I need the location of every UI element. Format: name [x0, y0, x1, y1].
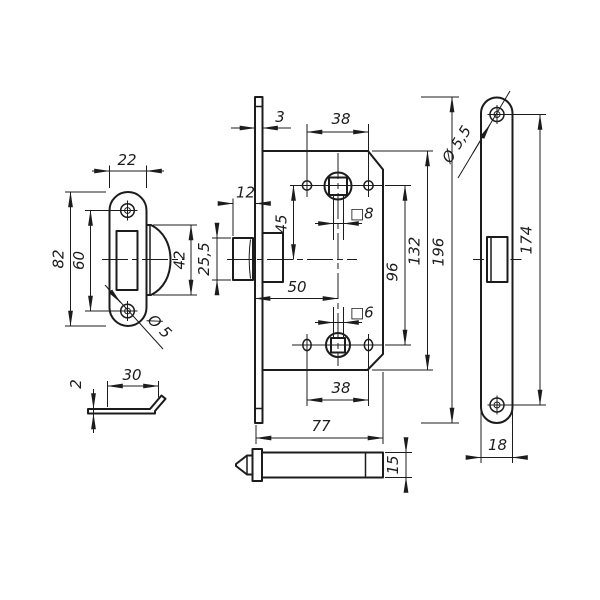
dim-spindle-to-latch-label: 45	[273, 214, 291, 233]
dim-strike-thickness: 2	[67, 379, 96, 433]
dim-strike-side-length-label: 30	[122, 366, 141, 384]
faceplate-front-view: Ø 5,5 174 18	[438, 90, 546, 463]
dim-latch-height-label: 25,5	[195, 242, 213, 275]
dim-case-thickness: 15	[384, 437, 412, 493]
dim-strike-screw-spacing: 60	[70, 209, 118, 312]
faceplate-screw-bottom	[487, 395, 507, 415]
strike-plate-lip	[145, 224, 172, 296]
dim-latch-protrusion: 12	[217, 184, 271, 236]
lock-body-bottom-view: 15	[235, 437, 412, 493]
dim-body-height: 132	[372, 150, 433, 371]
strike-side-profile	[87, 394, 167, 415]
dim-strike-screw-spacing-label: 60	[70, 251, 88, 270]
lock-body-outline	[261, 150, 384, 371]
dim-faceplate-screw-spacing-label: 174	[518, 226, 536, 255]
dim-strike-screw-hole-label: Ø 5	[143, 310, 175, 342]
dim-spindle-centers: 96	[384, 184, 411, 346]
strike-plate-latch-hole	[115, 230, 139, 291]
strike-plate-side-view: 30 2	[67, 366, 167, 433]
latch-bolt-body	[261, 232, 284, 283]
dim-strike-width-label: 22	[117, 151, 136, 169]
dim-spindle-square-label: □8	[350, 205, 374, 223]
dim-spindle-to-latch: 45	[273, 184, 296, 261]
dim-faceplate-screw-hole-label: Ø 5,5	[438, 122, 475, 167]
bottom-case-outline	[261, 451, 384, 479]
faceplate-latch-opening	[486, 236, 509, 283]
dim-body-width-label: 77	[311, 417, 331, 435]
dim-strike-height-label: 82	[50, 249, 68, 268]
dim-latch-protrusion-label: 12	[236, 184, 255, 202]
faceplate-outline	[480, 96, 514, 424]
dim-faceplate-thickness-label: 3	[275, 108, 285, 126]
dim-strike-thickness-label: 2	[67, 379, 85, 389]
strike-screw-bottom	[117, 301, 138, 321]
dim-faceplate-width: 18	[465, 411, 528, 463]
dim-faceplate-screw-hole: Ø 5,5	[438, 90, 511, 179]
bottom-latch-bolt	[235, 454, 254, 476]
dim-backset-label: 50	[287, 278, 306, 296]
dim-body-width: 77	[255, 372, 384, 444]
dim-strike-side-length: 30	[106, 366, 160, 407]
dim-bottom-hole-spacing-label: 38	[331, 379, 350, 397]
strike-screw-top	[117, 200, 138, 221]
dim-strike-lip-height-label: 42	[171, 250, 189, 269]
dim-bottom-hole-spacing: 38	[306, 379, 370, 403]
dim-strike-width: 22	[92, 151, 164, 188]
faceplate-screw-top	[487, 105, 507, 124]
dim-faceplate-height-label: 196	[430, 238, 448, 267]
dim-faceplate-height: 196	[421, 96, 459, 424]
lock-body-side-view: 3 38 □8 45 12	[195, 96, 459, 444]
dim-case-thickness-label: 15	[384, 455, 402, 474]
bottom-faceplate-edge	[251, 448, 263, 482]
strike-plate-front-view: 22 82 60 42 Ø 5	[50, 151, 197, 350]
dim-strike-lip-height: 42	[153, 224, 197, 296]
dim-backset: 50	[254, 278, 339, 301]
dim-faceplate-screw-spacing: 174	[505, 113, 546, 406]
dim-latch-height: 25,5	[195, 222, 231, 296]
dim-top-hole-spacing: 38	[306, 110, 370, 135]
dim-strike-height: 82	[50, 191, 106, 327]
dim-top-hole-spacing-label: 38	[331, 110, 350, 128]
dim-wc-square: □6	[315, 304, 374, 325]
dim-spindle-square: □8	[315, 205, 374, 226]
dim-spindle-centers-label: 96	[384, 262, 402, 281]
dim-faceplate-thickness: 3	[231, 108, 291, 131]
dim-wc-square-label: □6	[350, 304, 374, 322]
dim-faceplate-width-label: 18	[488, 436, 507, 454]
dim-body-height-label: 132	[406, 237, 424, 266]
